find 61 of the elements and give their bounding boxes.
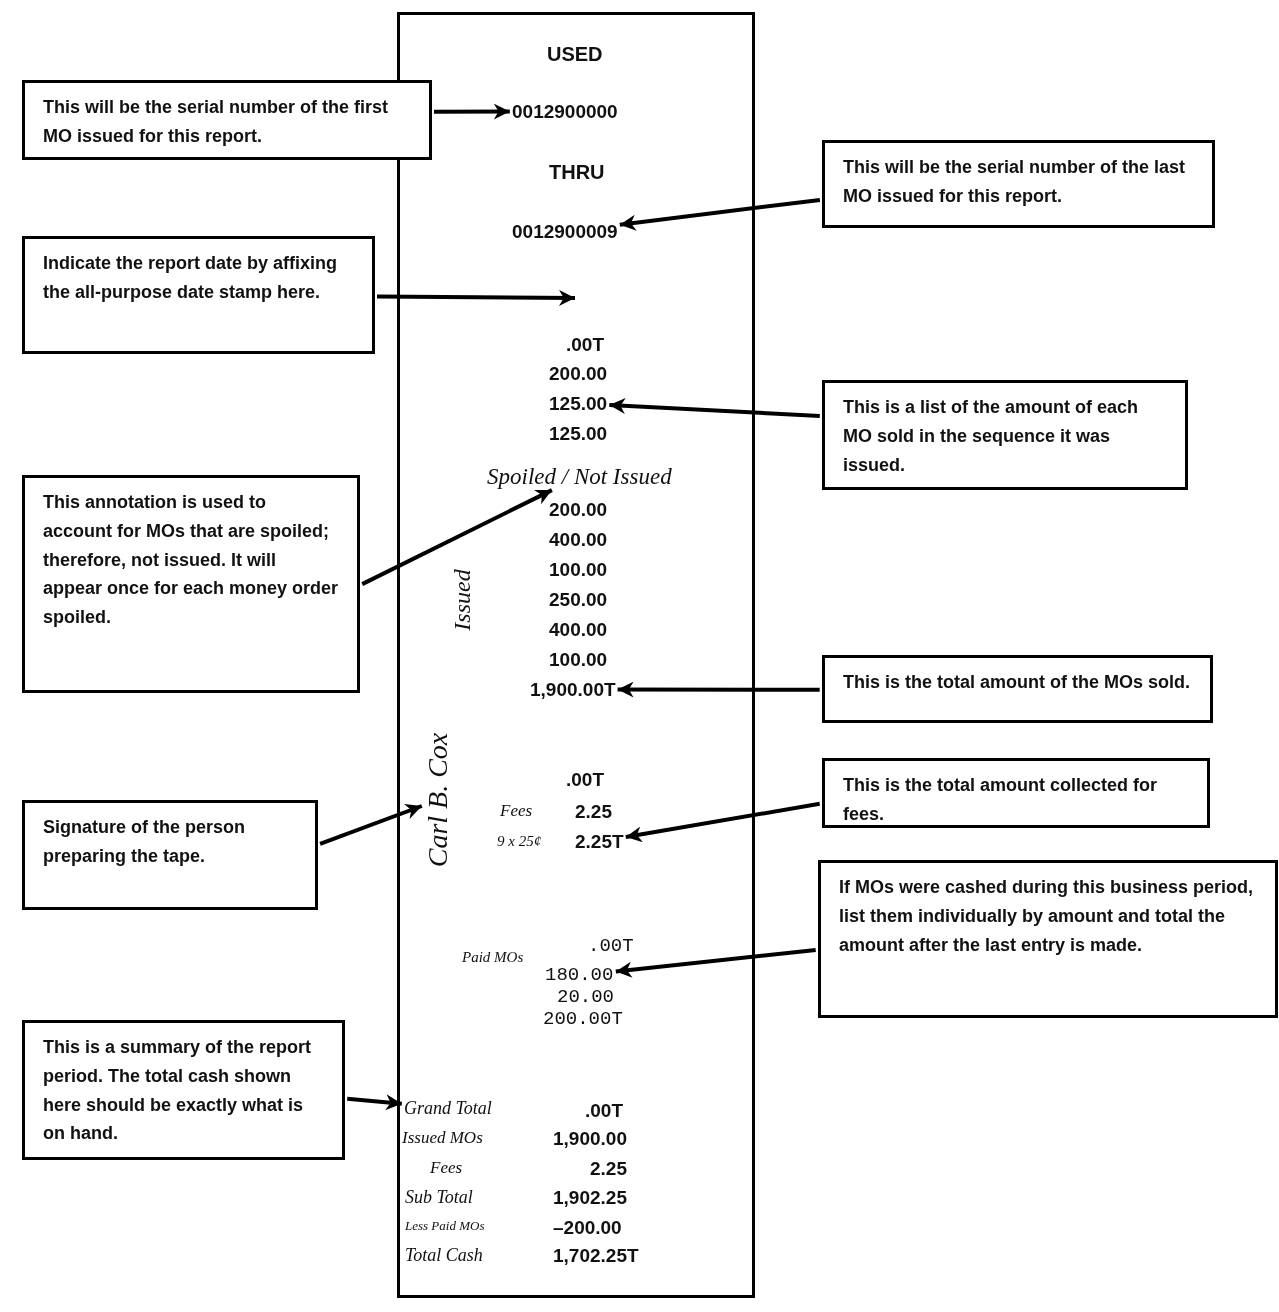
printed-entry: THRU [549, 162, 605, 182]
handwritten-note: Paid MOs [462, 950, 524, 965]
arrow [617, 681, 820, 698]
callout-box: This is a list of the amount of each MO sold in the sequence it was issued. [822, 380, 1188, 490]
callout-box: This annotation is used to account for MOs that are spoiled; therefore, not issued. It will appear once for each money order spoiled. [22, 475, 360, 693]
arrow [319, 804, 423, 846]
handwritten-note: Fees [430, 1159, 463, 1176]
printed-entry: 200.00T [543, 1010, 623, 1029]
printed-entry: 1,902.25 [553, 1188, 627, 1207]
arrow [619, 197, 821, 231]
handwritten-note: Grand Total [404, 1099, 492, 1117]
printed-entry: .00T [588, 937, 634, 956]
printed-entry: 100.00 [549, 560, 608, 579]
printed-entry: 2.25 [575, 802, 612, 821]
arrow [615, 947, 816, 978]
handwritten-note: Sub Total [405, 1188, 473, 1206]
printed-entry: 200.00 [549, 500, 608, 519]
printed-entry: 180.00 [545, 966, 614, 985]
callout-box: This is a summary of the report period. The total cash shown here should be exactly what is on hand. [22, 1020, 345, 1160]
printed-entry: .00T [585, 1101, 624, 1120]
arrow [625, 801, 821, 843]
arrow [377, 289, 575, 306]
printed-entry: 0012900000 [512, 102, 618, 121]
printed-entry: .00T [566, 770, 605, 789]
printed-entry: 2.25 [590, 1159, 627, 1178]
printed-entry: 1,702.25T [553, 1246, 639, 1265]
handwritten-signature: Carl B. Cox [424, 732, 452, 868]
printed-entry: 100.00 [549, 650, 608, 669]
arrow [361, 488, 553, 586]
arrow [434, 103, 510, 120]
printed-entry: 20.00 [557, 988, 614, 1007]
handwritten-note: Fees [500, 802, 533, 819]
handwritten-note: Spoiled / Not Issued [487, 465, 672, 488]
printed-entry: 1,900.00T [530, 680, 616, 699]
callout-box: This will be the serial number of the first MO issued for this report. [22, 80, 432, 160]
handwritten-note: Issued [450, 569, 474, 631]
printed-entry: 400.00 [549, 620, 608, 639]
callout-box: Signature of the person preparing the tape. [22, 800, 318, 910]
arrow [609, 397, 820, 418]
printed-entry: 125.00 [549, 394, 608, 413]
printed-entry: 0012900009 [512, 222, 618, 241]
handwritten-note: Total Cash [405, 1246, 483, 1264]
callout-box: Indicate the report date by affixing the all-purpose date stamp here. [22, 236, 375, 354]
printed-entry: 400.00 [549, 530, 608, 549]
printed-entry: .00T [566, 335, 605, 354]
printed-entry: 250.00 [549, 590, 608, 609]
printed-entry: 2.25T [575, 832, 624, 851]
handwritten-note: Less Paid MOs [405, 1219, 485, 1232]
callout-box: This is the total amount of the MOs sold. [822, 655, 1213, 723]
receipt-tape [397, 12, 755, 1298]
handwritten-note: Issued MOs [402, 1129, 483, 1146]
printed-entry: 125.00 [549, 424, 608, 443]
callout-box: This is the total amount collected for fees. [822, 758, 1210, 828]
printed-entry: 200.00 [549, 364, 608, 383]
printed-entry: 1,900.00 [553, 1129, 627, 1148]
handwritten-note: 9 x 25¢ [497, 834, 542, 849]
callout-box: If MOs were cashed during this business period, list them individually by amount and total the amount after the last entry is made. [818, 860, 1278, 1018]
printed-entry: –200.00 [553, 1218, 622, 1237]
printed-entry: USED [547, 44, 603, 64]
callout-box: This will be the serial number of the last MO issued for this report. [822, 140, 1215, 228]
arrow [347, 1094, 402, 1111]
